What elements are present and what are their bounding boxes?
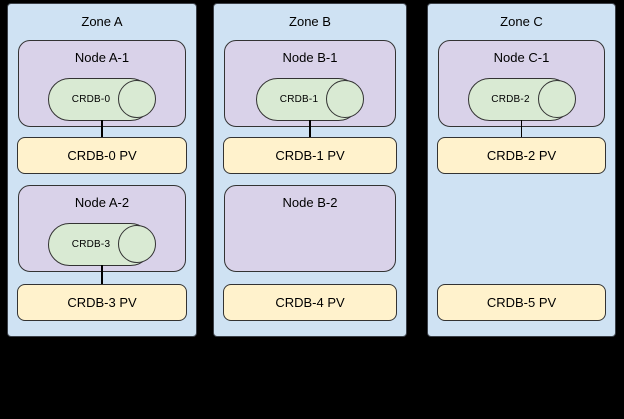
crdb-1-pv-box: CRDB-1 PV: [223, 137, 397, 174]
crdb-3-cylinder-icon: CRDB-3: [48, 223, 156, 266]
crdb-3-cylinder-label: CRDB-3: [71, 239, 111, 250]
node-a-1-title: Node A-1: [74, 50, 130, 65]
node-c-1-title: Node C-1: [493, 50, 550, 65]
zone-c-title: Zone C: [500, 14, 543, 29]
crdb-0-cylinder-cap: [118, 80, 156, 118]
zone-a-title: Zone A: [81, 14, 123, 29]
zone-c-box: Zone C Node C-1 CRDB-2 CRDB-2 PV CRDB-5 …: [427, 3, 616, 337]
crdb-0-pv-box: CRDB-0 PV: [17, 137, 187, 174]
crdb-0-to-pv-connector-line: [101, 120, 103, 137]
crdb-1-cylinder-cap: [326, 80, 364, 118]
zone-a-box: Zone A Node A-1 CRDB-0 CRDB-0 PV Node A-…: [7, 3, 197, 337]
crdb-3-pv-box: CRDB-3 PV: [17, 284, 187, 321]
node-b-1-title: Node B-1: [282, 50, 338, 65]
crdb-0-cylinder-label: CRDB-0: [71, 94, 111, 105]
crdb-0-pv-label: CRDB-0 PV: [67, 148, 137, 163]
node-a-2-box: Node A-2 CRDB-3: [18, 185, 186, 272]
crdb-3-pv-label: CRDB-3 PV: [67, 295, 137, 310]
node-b-1-box: Node B-1 CRDB-1: [224, 40, 396, 127]
crdb-2-cylinder-label: CRDB-2: [491, 94, 530, 105]
crdb-3-cylinder-cap: [118, 225, 156, 263]
crdb-1-cylinder-label: CRDB-1: [279, 94, 319, 105]
crdb-2-pv-box: CRDB-2 PV: [437, 137, 606, 174]
crdb-1-to-pv-connector-line: [309, 120, 311, 137]
node-b-2-box: Node B-2: [224, 185, 396, 272]
crdb-2-cylinder-icon: CRDB-2: [467, 78, 576, 121]
crdb-0-cylinder-icon: CRDB-0: [48, 78, 156, 121]
zone-b-title: Zone B: [289, 14, 331, 29]
crdb-3-to-pv-connector-line: [101, 265, 103, 284]
node-a-1-box: Node A-1 CRDB-0: [18, 40, 186, 127]
zone-b-box: Zone B Node B-1 CRDB-1 CRDB-1 PV Node B-…: [213, 3, 407, 337]
node-c-1-box: Node C-1 CRDB-2: [438, 40, 605, 127]
crdb-2-cylinder-cap: [537, 80, 576, 118]
node-b-2-title: Node B-2: [282, 195, 338, 210]
crdb-2-pv-label: CRDB-2 PV: [486, 148, 557, 163]
crdb-5-pv-label: CRDB-5 PV: [486, 295, 557, 310]
crdb-4-pv-box: CRDB-4 PV: [223, 284, 397, 321]
crdb-5-pv-box: CRDB-5 PV: [437, 284, 606, 321]
crdb-4-pv-label: CRDB-4 PV: [275, 295, 345, 310]
crdb-1-cylinder-icon: CRDB-1: [256, 78, 364, 121]
crdb-2-to-pv-connector-line: [520, 120, 522, 137]
crdb-1-pv-label: CRDB-1 PV: [275, 148, 345, 163]
node-a-2-title: Node A-2: [74, 195, 130, 210]
